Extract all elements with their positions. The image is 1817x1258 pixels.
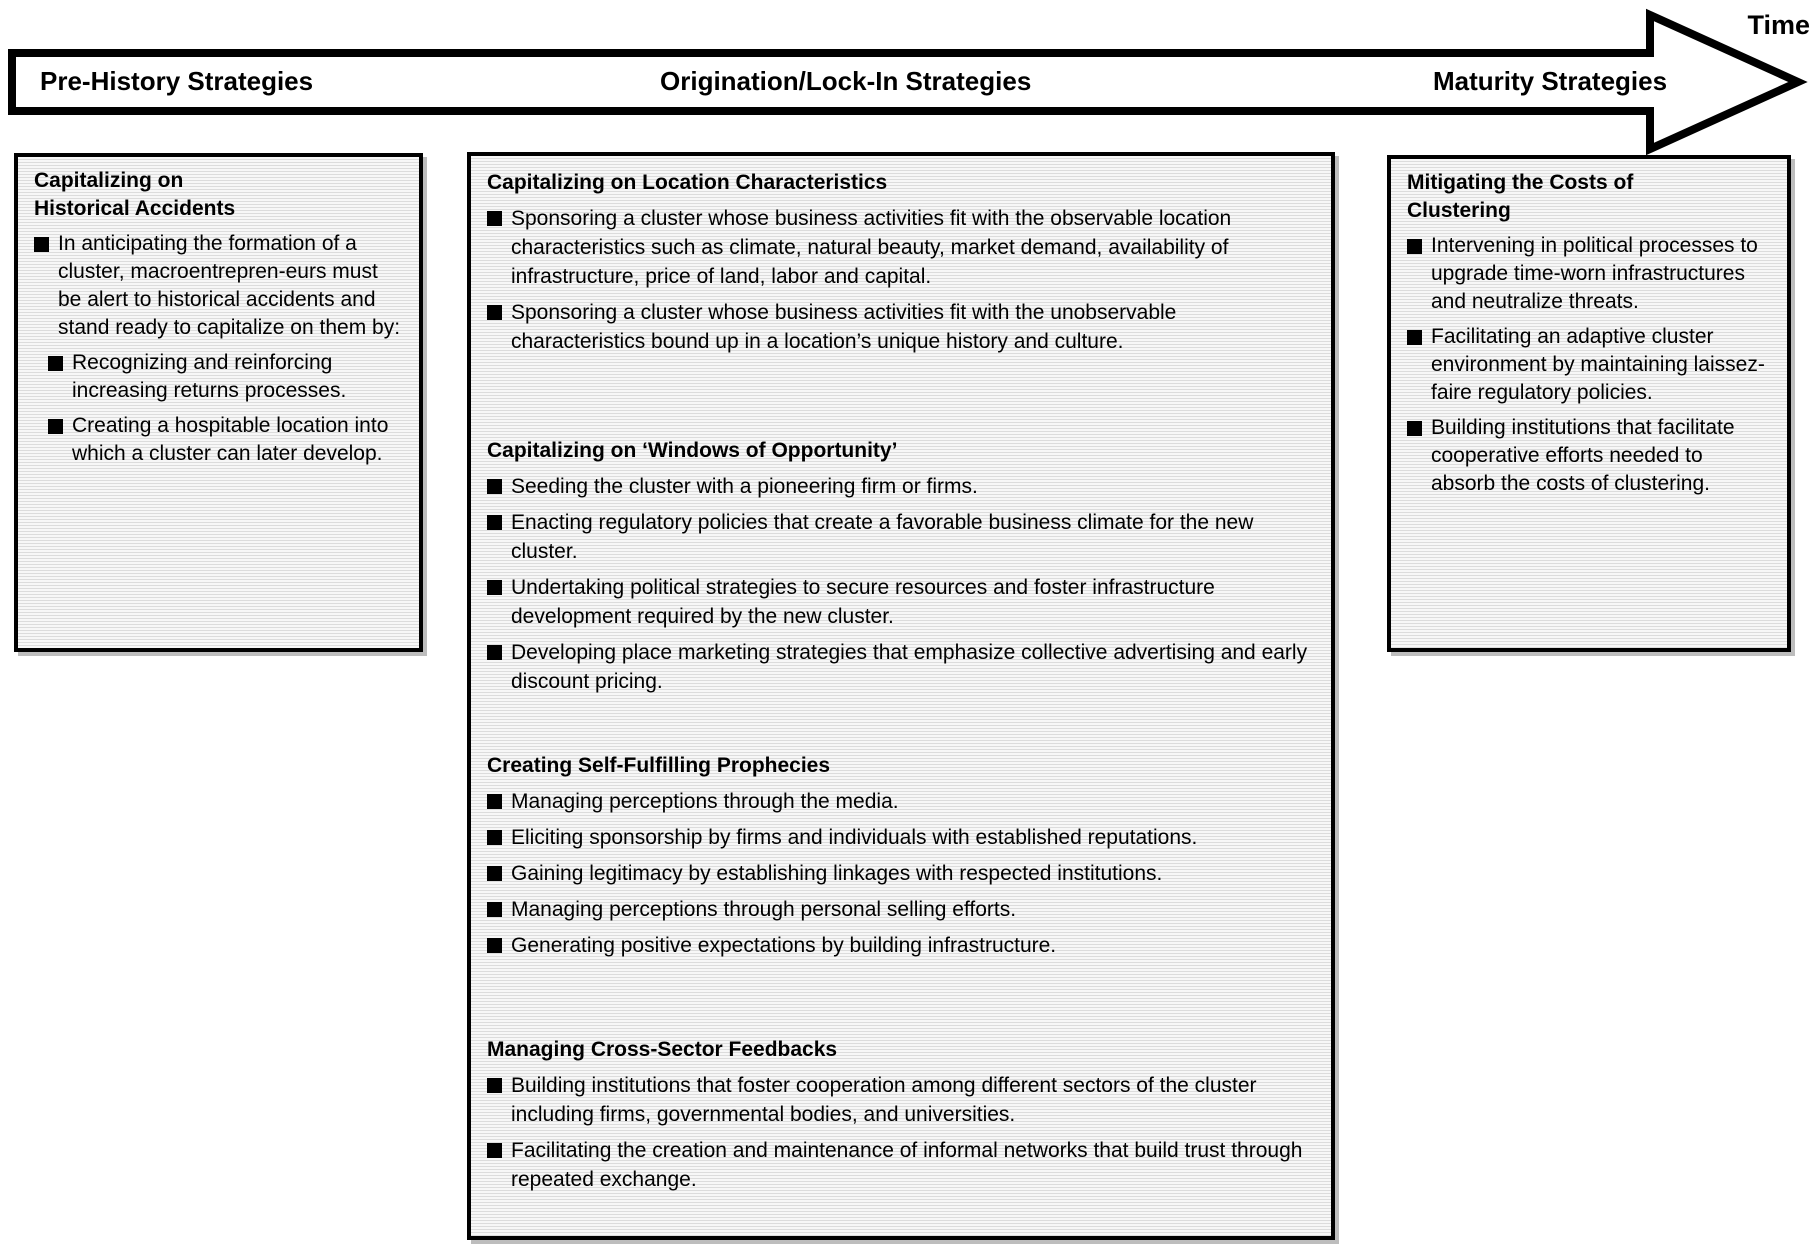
bullet-square-icon bbox=[487, 902, 502, 917]
maturity-box-title: Mitigating the Costs of Clustering bbox=[1407, 169, 1771, 225]
bullet-text: Managing perceptions through personal se… bbox=[511, 898, 1017, 921]
list-item: Generating positive expectations by buil… bbox=[487, 931, 1315, 960]
list-item: Eliciting sponsorship by firms and indiv… bbox=[487, 823, 1315, 852]
bullet-text: Intervening in political processes to up… bbox=[1431, 234, 1758, 313]
list-item: Undertaking political strategies to secu… bbox=[487, 573, 1315, 631]
pre-history-box-title: Capitalizing on Historical Accidents bbox=[34, 167, 403, 223]
list-item: Managing perceptions through the media. bbox=[487, 787, 1315, 816]
bullet-square-icon bbox=[487, 938, 502, 953]
list-item: Sponsoring a cluster whose business acti… bbox=[487, 298, 1315, 356]
bullet-square-icon bbox=[34, 237, 49, 252]
list-item: Intervening in political processes to up… bbox=[1407, 232, 1771, 316]
bullet-square-icon bbox=[487, 1078, 502, 1093]
bullet-text: Facilitating an adaptive cluster environ… bbox=[1431, 325, 1765, 404]
section-title: Managing Cross-Sector Feedbacks bbox=[487, 1038, 838, 1061]
bullet-square-icon bbox=[487, 866, 502, 881]
section-cross-sector-feedbacks: Managing Cross-Sector Feedbacks Building… bbox=[487, 1035, 1315, 1194]
section-self-fulfilling-prophecies: Creating Self-Fulfilling Prophecies Mana… bbox=[487, 751, 1315, 960]
list-item: Sponsoring a cluster whose business acti… bbox=[487, 204, 1315, 291]
list-item: Facilitating the creation and maintenanc… bbox=[487, 1136, 1315, 1194]
bullet-square-icon bbox=[487, 479, 502, 494]
bullet-text: Building institutions that foster cooper… bbox=[511, 1074, 1257, 1126]
bullet-square-icon bbox=[48, 419, 63, 434]
bullet-square-icon bbox=[487, 580, 502, 595]
maturity-box: Mitigating the Costs of Clustering Inter… bbox=[1387, 155, 1791, 652]
bullet-text: Seeding the cluster with a pioneering fi… bbox=[511, 475, 978, 498]
bullet-text: Generating positive expectations by buil… bbox=[511, 934, 1057, 957]
bullet-text: Recognizing and reinforcing increasing r… bbox=[72, 351, 347, 402]
list-item: Seeding the cluster with a pioneering fi… bbox=[487, 472, 1315, 501]
section-title: Capitalizing on Location Characteristics bbox=[487, 171, 888, 194]
bullet-text: Sponsoring a cluster whose business acti… bbox=[511, 207, 1232, 288]
list-item: Creating a hospitable location into whic… bbox=[48, 412, 403, 468]
section-windows-of-opportunity: Capitalizing on ‘Windows of Opportunity’… bbox=[487, 436, 1315, 696]
section-location-characteristics: Capitalizing on Location Characteristics… bbox=[487, 168, 1315, 356]
box-title-line: Historical Accidents bbox=[34, 197, 236, 220]
bullet-text: Gaining legitimacy by establishing linka… bbox=[511, 862, 1163, 885]
section-title: Capitalizing on ‘Windows of Opportunity’ bbox=[487, 439, 898, 462]
bullet-square-icon bbox=[1407, 421, 1422, 436]
bullet-text: Developing place marketing strategies th… bbox=[511, 641, 1308, 693]
bullet-text: Creating a hospitable location into whic… bbox=[72, 414, 389, 465]
bullet-text: Sponsoring a cluster whose business acti… bbox=[511, 301, 1177, 353]
box-title-line: Mitigating the Costs of bbox=[1407, 171, 1634, 194]
bullet-square-icon bbox=[487, 305, 502, 320]
bullet-square-icon bbox=[487, 515, 502, 530]
list-item: Recognizing and reinforcing increasing r… bbox=[48, 349, 403, 405]
list-item: Gaining legitimacy by establishing linka… bbox=[487, 859, 1315, 888]
list-item: Building institutions that foster cooper… bbox=[487, 1071, 1315, 1129]
bullet-square-icon bbox=[1407, 239, 1422, 254]
list-item: In anticipating the formation of a clust… bbox=[34, 230, 403, 342]
bullet-square-icon bbox=[487, 211, 502, 226]
bullet-square-icon bbox=[48, 356, 63, 371]
bullet-text: Undertaking political strategies to secu… bbox=[511, 576, 1215, 628]
list-item: Facilitating an adaptive cluster environ… bbox=[1407, 323, 1771, 407]
list-item: Developing place marketing strategies th… bbox=[487, 638, 1315, 696]
bullet-text: Building institutions that facilitate co… bbox=[1431, 416, 1735, 495]
bullet-square-icon bbox=[487, 830, 502, 845]
list-item: Managing perceptions through personal se… bbox=[487, 895, 1315, 924]
stage-label-origination: Origination/Lock-In Strategies bbox=[660, 66, 1032, 96]
bullet-text: Eliciting sponsorship by firms and indiv… bbox=[511, 826, 1198, 849]
section-title: Creating Self-Fulfilling Prophecies bbox=[487, 754, 831, 777]
bullet-square-icon bbox=[487, 645, 502, 660]
time-arrow-icon bbox=[8, 8, 1808, 156]
pre-history-box: Capitalizing on Historical Accidents In … bbox=[14, 153, 423, 652]
bullet-text: In anticipating the formation of a clust… bbox=[58, 232, 401, 339]
box-title-line: Clustering bbox=[1407, 199, 1511, 222]
bullet-square-icon bbox=[487, 1143, 502, 1158]
bullet-square-icon bbox=[487, 794, 502, 809]
bullet-square-icon bbox=[1407, 330, 1422, 345]
stage-label-pre-history: Pre-History Strategies bbox=[40, 66, 314, 96]
bullet-text: Managing perceptions through the media. bbox=[511, 790, 899, 813]
time-axis-label: Time bbox=[1747, 10, 1810, 40]
stage-label-maturity: Maturity Strategies bbox=[1433, 66, 1668, 96]
box-title-line: Capitalizing on bbox=[34, 169, 184, 192]
bullet-text: Facilitating the creation and maintenanc… bbox=[511, 1139, 1303, 1191]
list-item: Enacting regulatory policies that create… bbox=[487, 508, 1315, 566]
origination-box: Capitalizing on Location Characteristics… bbox=[467, 152, 1335, 1240]
list-item: Building institutions that facilitate co… bbox=[1407, 414, 1771, 498]
bullet-text: Enacting regulatory policies that create… bbox=[511, 511, 1254, 563]
